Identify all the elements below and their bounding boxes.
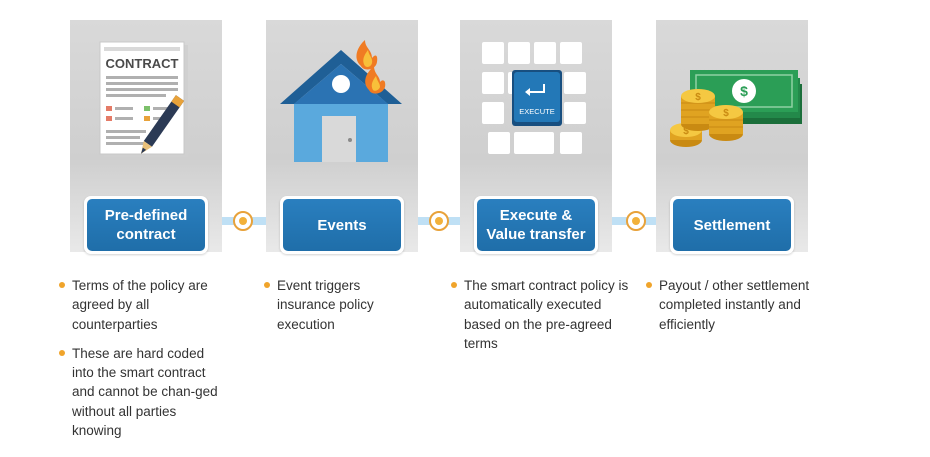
- step-button-pre-defined-contract: Pre-defined contract: [84, 196, 208, 254]
- bullet-dot-icon: [451, 282, 457, 288]
- execute-key-label: EXECUTE: [519, 107, 554, 116]
- bullet-text: Terms of the policy are agreed by all co…: [72, 278, 208, 332]
- step-label: Pre-defined contract: [87, 199, 205, 251]
- svg-text:$: $: [695, 92, 701, 103]
- step-description-events: Event triggers insurance policy executio…: [264, 276, 404, 344]
- contract-heading-text: CONTRACT: [106, 56, 179, 71]
- bullet-item: Event triggers insurance policy executio…: [264, 276, 404, 334]
- money-coins-icon: $ $ $ $: [656, 20, 808, 170]
- step-card-execute: EXECUTE Execute & Value transfer: [460, 20, 612, 254]
- bullet-text: Event triggers insurance policy executio…: [277, 278, 374, 332]
- bullet-dot-icon: [59, 349, 65, 356]
- step-card-settlement: $ $ $ $ Settlement: [656, 20, 808, 254]
- step-card-events: Events: [266, 20, 418, 254]
- step-description-execute: The smart contract policy is automatical…: [451, 276, 631, 363]
- svg-text:$: $: [723, 108, 729, 119]
- step-button-settlement: Settlement: [670, 196, 794, 254]
- bullet-text: Payout / other settlement completed inst…: [659, 278, 810, 332]
- bullet-dot-icon: [646, 282, 652, 288]
- bullet-text: The smart contract policy is automatical…: [464, 278, 629, 351]
- step-description-settlement: Payout / other settlement completed inst…: [646, 276, 836, 344]
- bullet-dot-icon: [264, 282, 270, 288]
- step-label: Events: [283, 199, 401, 251]
- bullet-item: These are hard coded into the smart cont…: [59, 344, 224, 440]
- bullet-item: Payout / other settlement completed inst…: [646, 276, 836, 334]
- step-button-events: Events: [280, 196, 404, 254]
- step-label: Execute & Value transfer: [477, 199, 595, 251]
- step-label: Settlement: [673, 199, 791, 251]
- bullet-text: These are hard coded into the smart cont…: [72, 345, 218, 439]
- bullet-item: The smart contract policy is automatical…: [451, 276, 631, 353]
- step-description-contract: Terms of the policy are agreed by all co…: [59, 276, 224, 450]
- svg-text:$: $: [683, 126, 689, 137]
- burning-house-icon: [266, 20, 418, 170]
- step-button-execute-value-transfer: Execute & Value transfer: [474, 196, 598, 254]
- bullet-item: Terms of the policy are agreed by all co…: [59, 276, 224, 334]
- connector-node-3: [626, 211, 646, 231]
- connector-node-1: [233, 211, 253, 231]
- keyboard-execute-key-icon: EXECUTE: [460, 20, 612, 170]
- contract-document-icon: CONTRACT: [70, 20, 222, 170]
- bullet-dot-icon: [59, 282, 65, 288]
- step-card-contract: CONTRACT Pre-defined contract: [70, 20, 222, 254]
- svg-text:$: $: [740, 83, 748, 99]
- connector-node-2: [429, 211, 449, 231]
